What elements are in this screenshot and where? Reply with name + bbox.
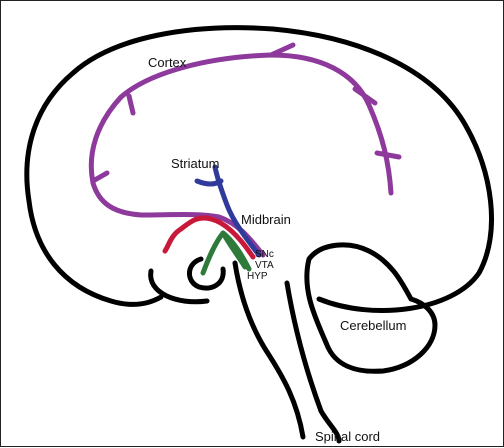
label-cortex: Cortex [148, 55, 187, 70]
arrowhead-2 [93, 173, 107, 181]
label-hyp: HYP [247, 271, 268, 282]
arrowhead-1 [129, 96, 133, 113]
label-snc: SNc [255, 249, 274, 260]
nigrostriatal-arrowhead [197, 181, 221, 184]
mesocortical-arrowheads [93, 45, 399, 181]
label-midbrain: Midbrain [241, 212, 291, 227]
label-cerebellum: Cerebellum [340, 318, 406, 333]
label-vta: VTA [255, 260, 274, 271]
brainstem-left-edge [235, 263, 303, 437]
arrowhead-5 [377, 153, 399, 157]
label-striatum: Striatum [171, 156, 219, 171]
label-spinal-cord: Spinal cord [315, 429, 380, 444]
